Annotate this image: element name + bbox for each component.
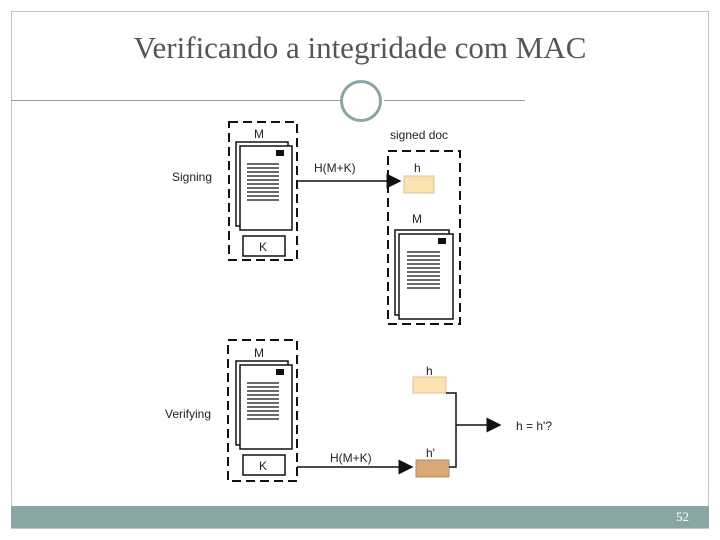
verifying-label: Verifying — [165, 407, 211, 421]
slide-frame — [11, 11, 709, 529]
title-rule-right — [384, 100, 525, 101]
signing-key-box — [242, 235, 286, 257]
received-hash-block — [412, 376, 447, 394]
comparison-connector — [446, 392, 457, 468]
signed-hash-block — [403, 175, 435, 194]
computed-hash-block — [415, 459, 450, 478]
page-number: 52 — [676, 509, 689, 524]
signing-message-label: M — [254, 127, 264, 141]
signed-doc-label: signed doc — [390, 128, 448, 142]
signed-doc-box — [387, 150, 461, 325]
verifying-key-box — [242, 454, 286, 476]
slide-title: Verificando a integridade com MAC — [133, 30, 587, 65]
title-ornament-circle — [340, 80, 382, 122]
received-hash-label: h — [426, 364, 433, 378]
verifying-input-box — [227, 339, 298, 482]
verifying-hash-label: H(M+K) — [330, 451, 372, 465]
signed-message-label: M — [412, 212, 422, 226]
verifying-message-label: M — [254, 346, 264, 360]
signed-document-icon — [394, 229, 454, 320]
signing-hash-label: H(M+K) — [314, 161, 356, 175]
verifying-key-label: K — [259, 459, 267, 473]
signing-document-icon — [235, 141, 293, 231]
comparison-label: h = h'? — [516, 419, 552, 433]
verifying-document-icon — [235, 360, 293, 450]
title-rule-left — [11, 100, 341, 101]
signing-label: Signing — [172, 170, 212, 184]
slide-footer-bar: 52 — [11, 506, 709, 528]
signed-hash-label: h — [414, 161, 421, 175]
computed-hash-label: h' — [426, 446, 435, 460]
signing-key-label: K — [259, 240, 267, 254]
signing-input-box — [228, 121, 298, 261]
